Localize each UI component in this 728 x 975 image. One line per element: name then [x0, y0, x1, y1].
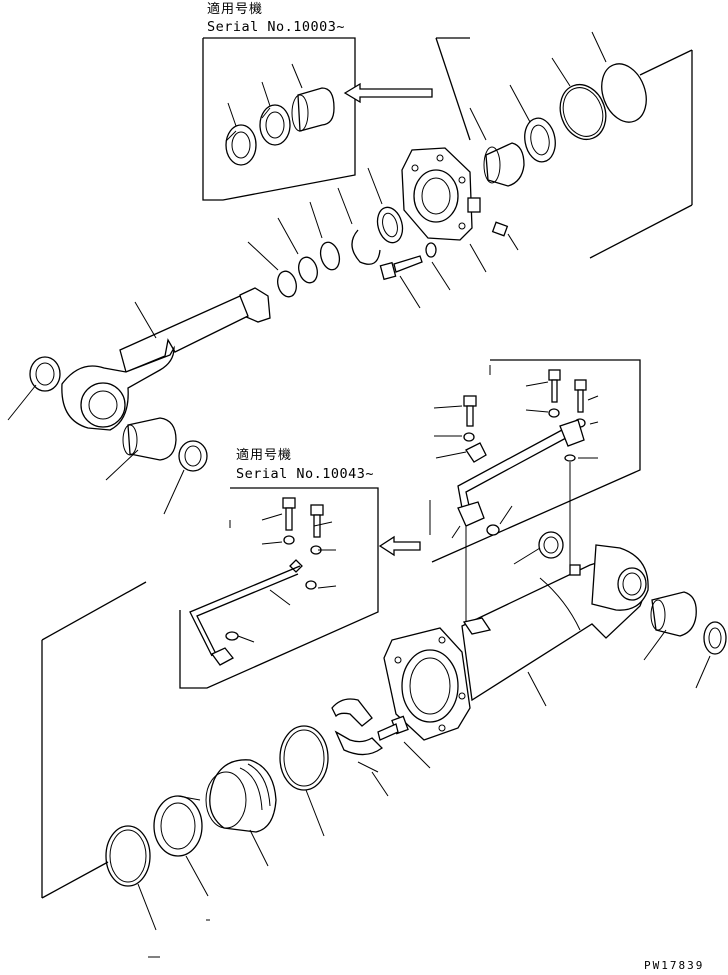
upper-bushing — [483, 142, 525, 187]
bottom-end-bushing — [650, 591, 697, 637]
rod-ring-c — [298, 256, 318, 284]
top-right-bracket — [435, 37, 693, 259]
drawing-code: PW17839 — [644, 959, 705, 972]
cluster-bolt-c — [574, 379, 587, 413]
arrow-to-top-inset — [343, 82, 433, 104]
middle-inset-box — [179, 487, 379, 689]
upper-backup-ring — [601, 63, 647, 123]
inset-bushing-ring-left — [225, 124, 257, 166]
cylinder-head — [401, 147, 481, 241]
cluster-bolt-b — [548, 369, 561, 403]
middle-inset-serial: Serial No.10043~ — [236, 466, 375, 482]
rod-ring-d — [277, 270, 297, 298]
head-plug — [491, 221, 509, 237]
piston-seal — [153, 795, 203, 857]
upper-seal-ring — [524, 117, 556, 163]
head-bolt — [379, 255, 423, 281]
cluster-bolt-a — [463, 395, 477, 427]
rod-seal-ring-a — [376, 206, 404, 244]
tube-flange — [383, 627, 471, 741]
bottom-end-seal-ring — [703, 621, 727, 655]
inset-bushing — [291, 87, 335, 132]
upper-o-ring — [559, 83, 607, 141]
right-cluster-bracket — [429, 359, 641, 625]
rod-end-seal-ring — [178, 440, 208, 472]
middle-inset-title: 適用号機 — [236, 448, 293, 463]
piston-wear-band — [105, 825, 151, 887]
split-collar — [331, 698, 383, 756]
inset-bolt-a — [282, 497, 296, 531]
rod-end-dust-seal — [29, 356, 61, 392]
snap-ring — [351, 229, 381, 265]
tube-port-seal — [538, 531, 564, 559]
piston-rod — [61, 287, 271, 431]
rod-end-bushing — [122, 417, 177, 461]
cylinder-tube — [461, 544, 649, 702]
inset-seal-ring — [259, 104, 291, 146]
head-washer — [425, 242, 437, 258]
piston — [205, 759, 277, 833]
top-inset-title: 適用号機 — [207, 2, 264, 17]
wear-ring — [279, 725, 329, 791]
inset-bolt-b — [310, 504, 324, 538]
piston-bolt — [377, 715, 409, 741]
top-inset-box — [202, 37, 356, 201]
left-bracket — [41, 581, 147, 899]
rod-ring-b — [319, 241, 341, 271]
arrow-to-middle-inset — [378, 535, 421, 557]
top-inset-serial: Serial No.10003~ — [207, 19, 346, 35]
